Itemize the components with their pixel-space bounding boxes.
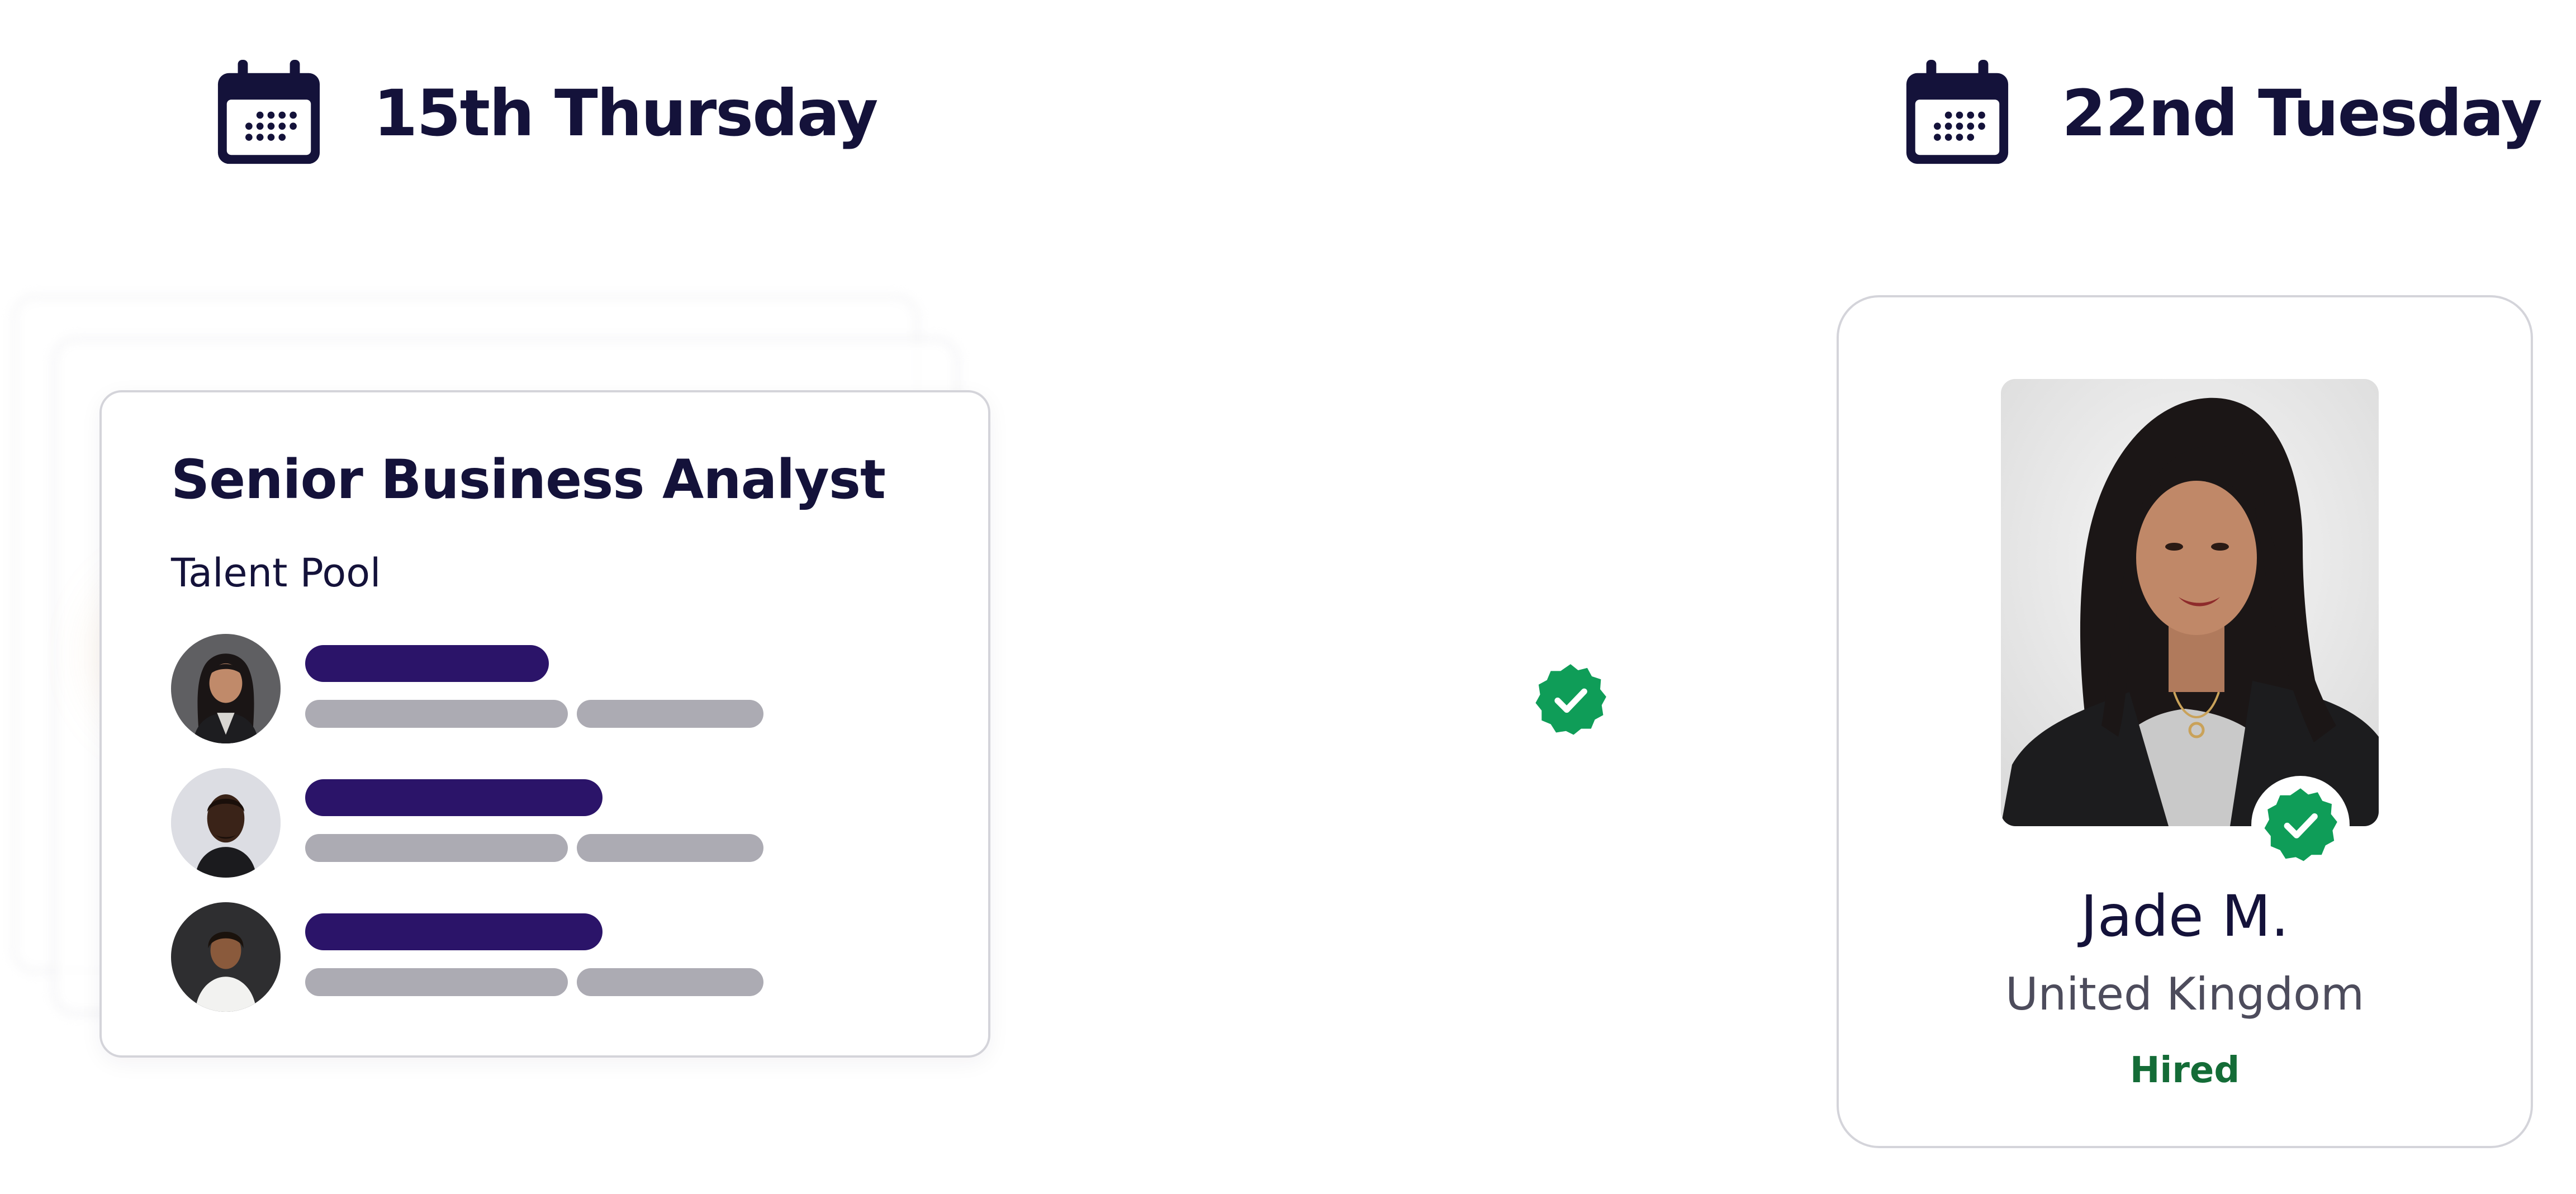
profile-photo xyxy=(2001,379,2379,826)
avatar-woman-long-dark-hair-icon xyxy=(171,634,281,743)
avatar xyxy=(171,634,281,743)
calendar-icon xyxy=(217,59,320,164)
candidate-meta-placeholder xyxy=(305,834,568,862)
date-header-left: 15th Thursday xyxy=(214,56,878,170)
date-label: 15th Thursday xyxy=(373,75,878,150)
candidate-name-placeholder xyxy=(305,779,603,816)
profile-card[interactable]: Jade M. United Kingdom Hired xyxy=(1837,295,2533,1148)
avatar-woman-short-hair-icon xyxy=(171,902,281,1012)
candidate-meta-placeholder xyxy=(577,834,763,862)
talent-pool-label: Talent Pool xyxy=(171,550,381,596)
status-badge: Hired xyxy=(2129,1050,2240,1091)
candidate-row[interactable] xyxy=(171,902,842,1012)
profile-photo-illustration xyxy=(2001,379,2379,826)
candidate-meta-placeholder xyxy=(305,700,568,728)
calendar-icon xyxy=(1906,59,2009,164)
candidate-name-placeholder xyxy=(305,645,549,682)
date-header-right: 22nd Tuesday xyxy=(1902,56,2542,170)
candidate-name: Jade M. xyxy=(2080,883,2289,950)
job-card[interactable]: Senior Business Analyst Talent Pool xyxy=(99,390,990,1058)
avatar xyxy=(171,768,281,878)
verified-check-icon xyxy=(1535,664,1606,735)
candidate-meta-placeholder xyxy=(577,700,763,728)
candidate-name-placeholder xyxy=(305,913,603,950)
candidate-country: United Kingdom xyxy=(2005,968,2365,1020)
candidate-meta-placeholder xyxy=(577,968,763,996)
job-title: Senior Business Analyst xyxy=(171,448,886,511)
avatar xyxy=(171,902,281,1012)
candidate-row[interactable] xyxy=(171,634,842,743)
verified-badge xyxy=(2251,776,2350,874)
center-check xyxy=(1533,662,1609,738)
candidate-row[interactable] xyxy=(171,768,842,878)
candidate-meta-placeholder xyxy=(305,968,568,996)
verified-check-icon xyxy=(2264,788,2337,861)
avatar-man-dark-skin-icon xyxy=(171,768,281,878)
date-label: 22nd Tuesday xyxy=(2062,75,2542,150)
